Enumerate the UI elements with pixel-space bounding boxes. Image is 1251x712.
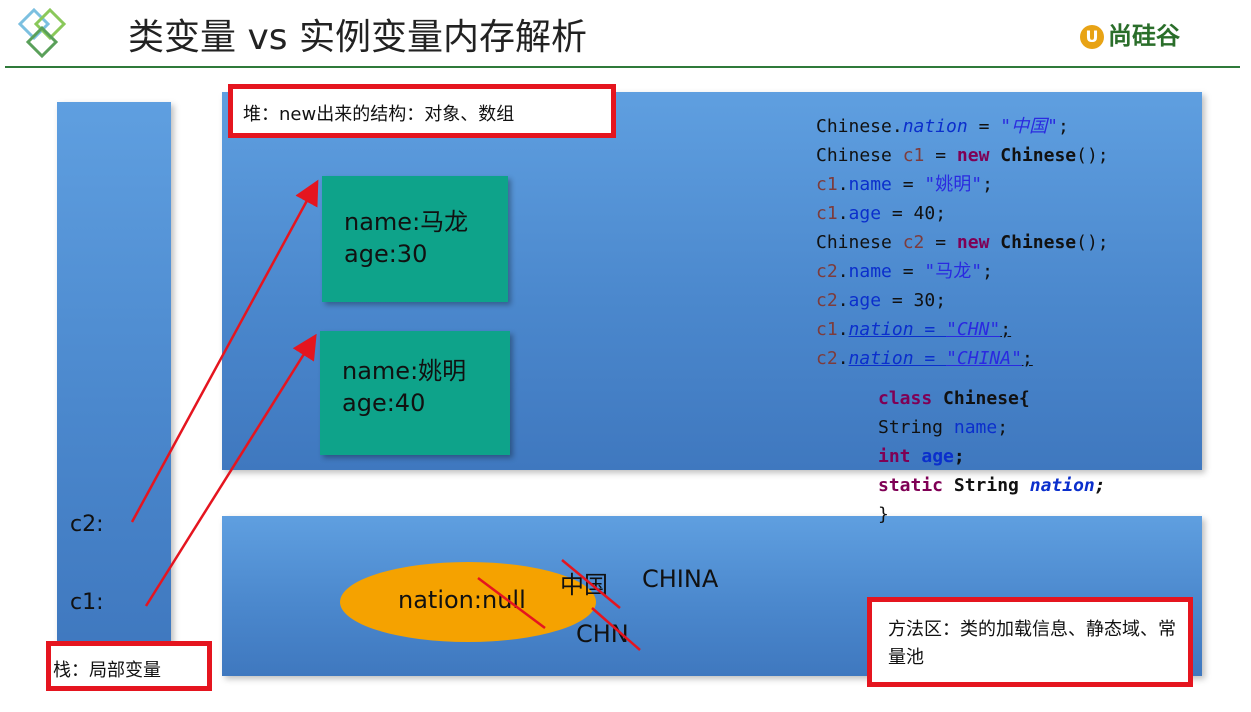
heap-label-text: 堆：new出来的结构：对象、数组 — [243, 104, 515, 125]
class-definition: class Chinese{ String name; int age; static… — [878, 384, 1106, 529]
static-nation-ellipse — [340, 562, 596, 642]
stack-label: 栈：局部变量 — [46, 641, 212, 691]
code-line: } — [878, 504, 889, 525]
nation-value: nation:null — [398, 586, 526, 614]
object-age: age:30 — [344, 240, 428, 268]
object-malong: name:马龙 age:30 — [322, 176, 508, 302]
code-line: Chinese c1 = new Chinese(); — [816, 145, 1109, 166]
value-zhongguo: 中国 — [560, 571, 608, 599]
stack-label-text: 栈：局部变量 — [53, 660, 161, 681]
code-statements: Chinese.nation = "中国"; Chinese c1 = new C… — [816, 112, 1109, 373]
code-line: class Chinese{ — [878, 388, 1030, 409]
code-line: static String nation; — [878, 475, 1106, 496]
code-line: c2.name = "马龙"; — [816, 261, 993, 282]
object-age: age:40 — [342, 389, 426, 417]
value-china: CHINA — [642, 565, 719, 593]
diamond-logo-icon — [17, 8, 67, 59]
code-line: c2.nation = "CHINA"; — [816, 348, 1033, 369]
object-name: name:姚明 — [342, 357, 467, 385]
header-divider — [5, 66, 1240, 68]
brand-name: 尚硅谷 — [1108, 22, 1180, 50]
code-line: int age; — [878, 446, 965, 467]
method-area-label-text: 方法区：类的加载信息、静态域、常量池 — [888, 619, 1176, 668]
code-line: String name; — [878, 417, 1009, 438]
code-line: c1.name = "姚明"; — [816, 174, 993, 195]
brand-u-icon: U — [1080, 25, 1104, 49]
page-title: 类变量 vs 实例变量内存解析 — [128, 17, 587, 58]
value-chn: CHN — [576, 620, 629, 648]
code-line: c2.age = 30; — [816, 290, 947, 311]
object-name: name:马龙 — [344, 208, 469, 236]
code-line: Chinese.nation = "中国"; — [816, 116, 1069, 137]
code-line: c1.age = 40; — [816, 203, 947, 224]
stack-var-c2: c2: — [70, 512, 104, 537]
stack-var-c1: c1: — [70, 590, 104, 615]
heap-label: 堆：new出来的结构：对象、数组 — [228, 84, 616, 138]
method-area-label: 方法区：类的加载信息、静态域、常量池 — [867, 597, 1193, 687]
object-yaoming: name:姚明 age:40 — [320, 331, 510, 455]
code-line: c1.nation = "CHN"; — [816, 319, 1012, 340]
code-line: Chinese c2 = new Chinese(); — [816, 232, 1109, 253]
stack-area — [57, 102, 171, 654]
